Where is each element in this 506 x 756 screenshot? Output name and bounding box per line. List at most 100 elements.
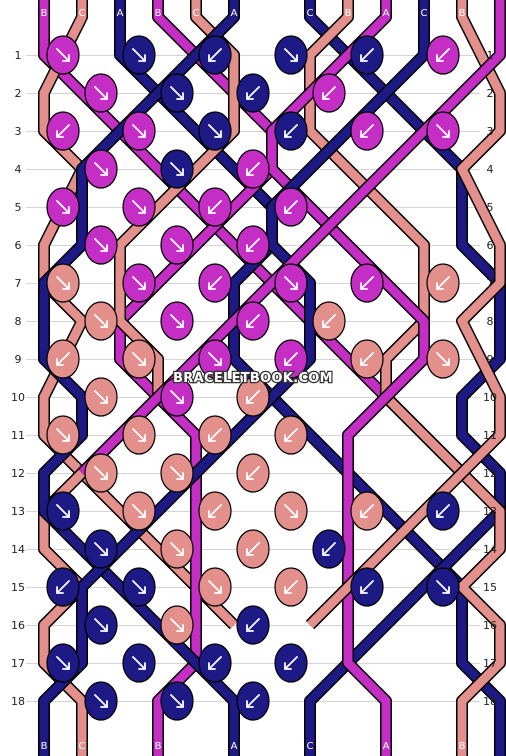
- arrow-down-left-icon: [284, 580, 298, 594]
- arrow-down-right-icon: [208, 124, 222, 138]
- row-number-right: 9: [487, 353, 494, 366]
- row-number-left: 5: [15, 201, 22, 214]
- knot-r15-k3: [198, 567, 232, 607]
- knot-r16-k2: [160, 605, 194, 645]
- arrow-down-right-icon: [284, 504, 298, 518]
- arrow-down-right-icon: [132, 124, 146, 138]
- knot-r12-k1: [84, 453, 118, 493]
- arrow-down-left-icon: [322, 86, 336, 100]
- row-number-left: 18: [11, 695, 25, 708]
- strand-letter-bottom: C: [193, 741, 200, 752]
- knot-r8-k4: [312, 301, 346, 341]
- arrow-down-right-icon: [132, 276, 146, 290]
- row-number-left: 10: [11, 391, 25, 404]
- arrow-down-right-icon: [94, 390, 108, 404]
- knot-r15-k5: [350, 567, 384, 607]
- knot-r17-k1: [46, 643, 80, 683]
- strand-letter-top: B: [459, 8, 466, 19]
- knot-r11-k2: [122, 415, 156, 455]
- row-number-left: 1: [15, 49, 22, 62]
- knot-r18-k2: [160, 681, 194, 721]
- arrow-down-right-icon: [436, 124, 450, 138]
- row-number-right: 13: [483, 505, 497, 518]
- arrow-down-right-icon: [208, 580, 222, 594]
- knot-r13-k1: [46, 491, 80, 531]
- strand-C-8: [305, 0, 505, 756]
- row-number-right: 10: [483, 391, 497, 404]
- knot-r3-k5: [350, 111, 384, 151]
- knot-r9-k6: [426, 339, 460, 379]
- knot-r1-k2: [122, 35, 156, 75]
- knot-r16-k3: [236, 605, 270, 645]
- arrow-down-right-icon: [170, 86, 184, 100]
- row-number-right: 11: [483, 429, 497, 442]
- arrow-down-left-icon: [208, 656, 222, 670]
- knot-r10-k1: [84, 377, 118, 417]
- arrow-down-right-icon: [94, 238, 108, 252]
- arrow-down-right-icon: [94, 86, 108, 100]
- strand-C-2: [39, 0, 238, 629]
- arrow-down-right-icon: [56, 504, 70, 518]
- arrow-down-right-icon: [170, 314, 184, 328]
- arrow-down-right-icon: [170, 162, 184, 176]
- strand-A-7: [305, 0, 505, 756]
- knot-r8-k1: [84, 301, 118, 341]
- strand-letter-top: C: [307, 8, 314, 19]
- arrow-down-left-icon: [436, 276, 450, 290]
- knot-r7-k1: [46, 263, 80, 303]
- arrow-down-left-icon: [208, 200, 222, 214]
- arrow-down-left-icon: [360, 580, 374, 594]
- arrow-down-right-icon: [56, 276, 70, 290]
- row-number-right: 5: [487, 201, 494, 214]
- knot-r2-k4: [312, 73, 346, 113]
- strand-B-9: [267, 0, 429, 756]
- arrow-down-right-icon: [132, 200, 146, 214]
- knot-r16-k1: [84, 605, 118, 645]
- row-number-right: 17: [483, 657, 497, 670]
- strand-letter-top: C: [193, 8, 200, 19]
- knot-r4-k3: [236, 149, 270, 189]
- arrow-down-left-icon: [284, 200, 298, 214]
- knot-r14-k1: [84, 529, 118, 569]
- strand-letter-bottom: B: [345, 741, 352, 752]
- arrow-down-right-icon: [436, 352, 450, 366]
- strand-letter-top: C: [421, 8, 428, 19]
- arrow-down-left-icon: [284, 352, 298, 366]
- knot-r5-k4: [274, 187, 308, 227]
- knot-r6-k2: [160, 225, 194, 265]
- arrow-down-right-icon: [132, 352, 146, 366]
- strand-letter-bottom: C: [307, 741, 314, 752]
- knot-r17-k4: [274, 643, 308, 683]
- knot-r8-k3: [236, 301, 270, 341]
- knot-r12-k3: [236, 453, 270, 493]
- arrow-down-left-icon: [246, 466, 260, 480]
- knot-r1-k4: [274, 35, 308, 75]
- knot-r7-k5: [350, 263, 384, 303]
- strand-letter-bottom: A: [117, 741, 124, 752]
- arrow-down-right-icon: [170, 618, 184, 632]
- row-number-left: 8: [15, 315, 22, 328]
- knot-r11-k1: [46, 415, 80, 455]
- arrow-down-right-icon: [170, 466, 184, 480]
- row-number-right: 3: [487, 125, 494, 138]
- arrow-down-right-icon: [56, 656, 70, 670]
- strand-A-10: [39, 0, 429, 756]
- arrow-down-right-icon: [132, 580, 146, 594]
- row-number-left: 14: [11, 543, 25, 556]
- arrow-down-left-icon: [246, 238, 260, 252]
- knot-r6-k3: [236, 225, 270, 265]
- strand-letter-bottom: C: [421, 741, 428, 752]
- knot-r10-k3: [236, 377, 270, 417]
- knot-r9-k1: [46, 339, 80, 379]
- row-number-left: 6: [15, 239, 22, 252]
- arrow-down-left-icon: [246, 694, 260, 708]
- row-number-left: 17: [11, 657, 25, 670]
- arrow-down-right-icon: [208, 352, 222, 366]
- arrow-down-right-icon: [132, 656, 146, 670]
- knot-r13-k3: [198, 491, 232, 531]
- knot-r3-k3: [198, 111, 232, 151]
- knot-r7-k6: [426, 263, 460, 303]
- knot-r1-k5: [350, 35, 384, 75]
